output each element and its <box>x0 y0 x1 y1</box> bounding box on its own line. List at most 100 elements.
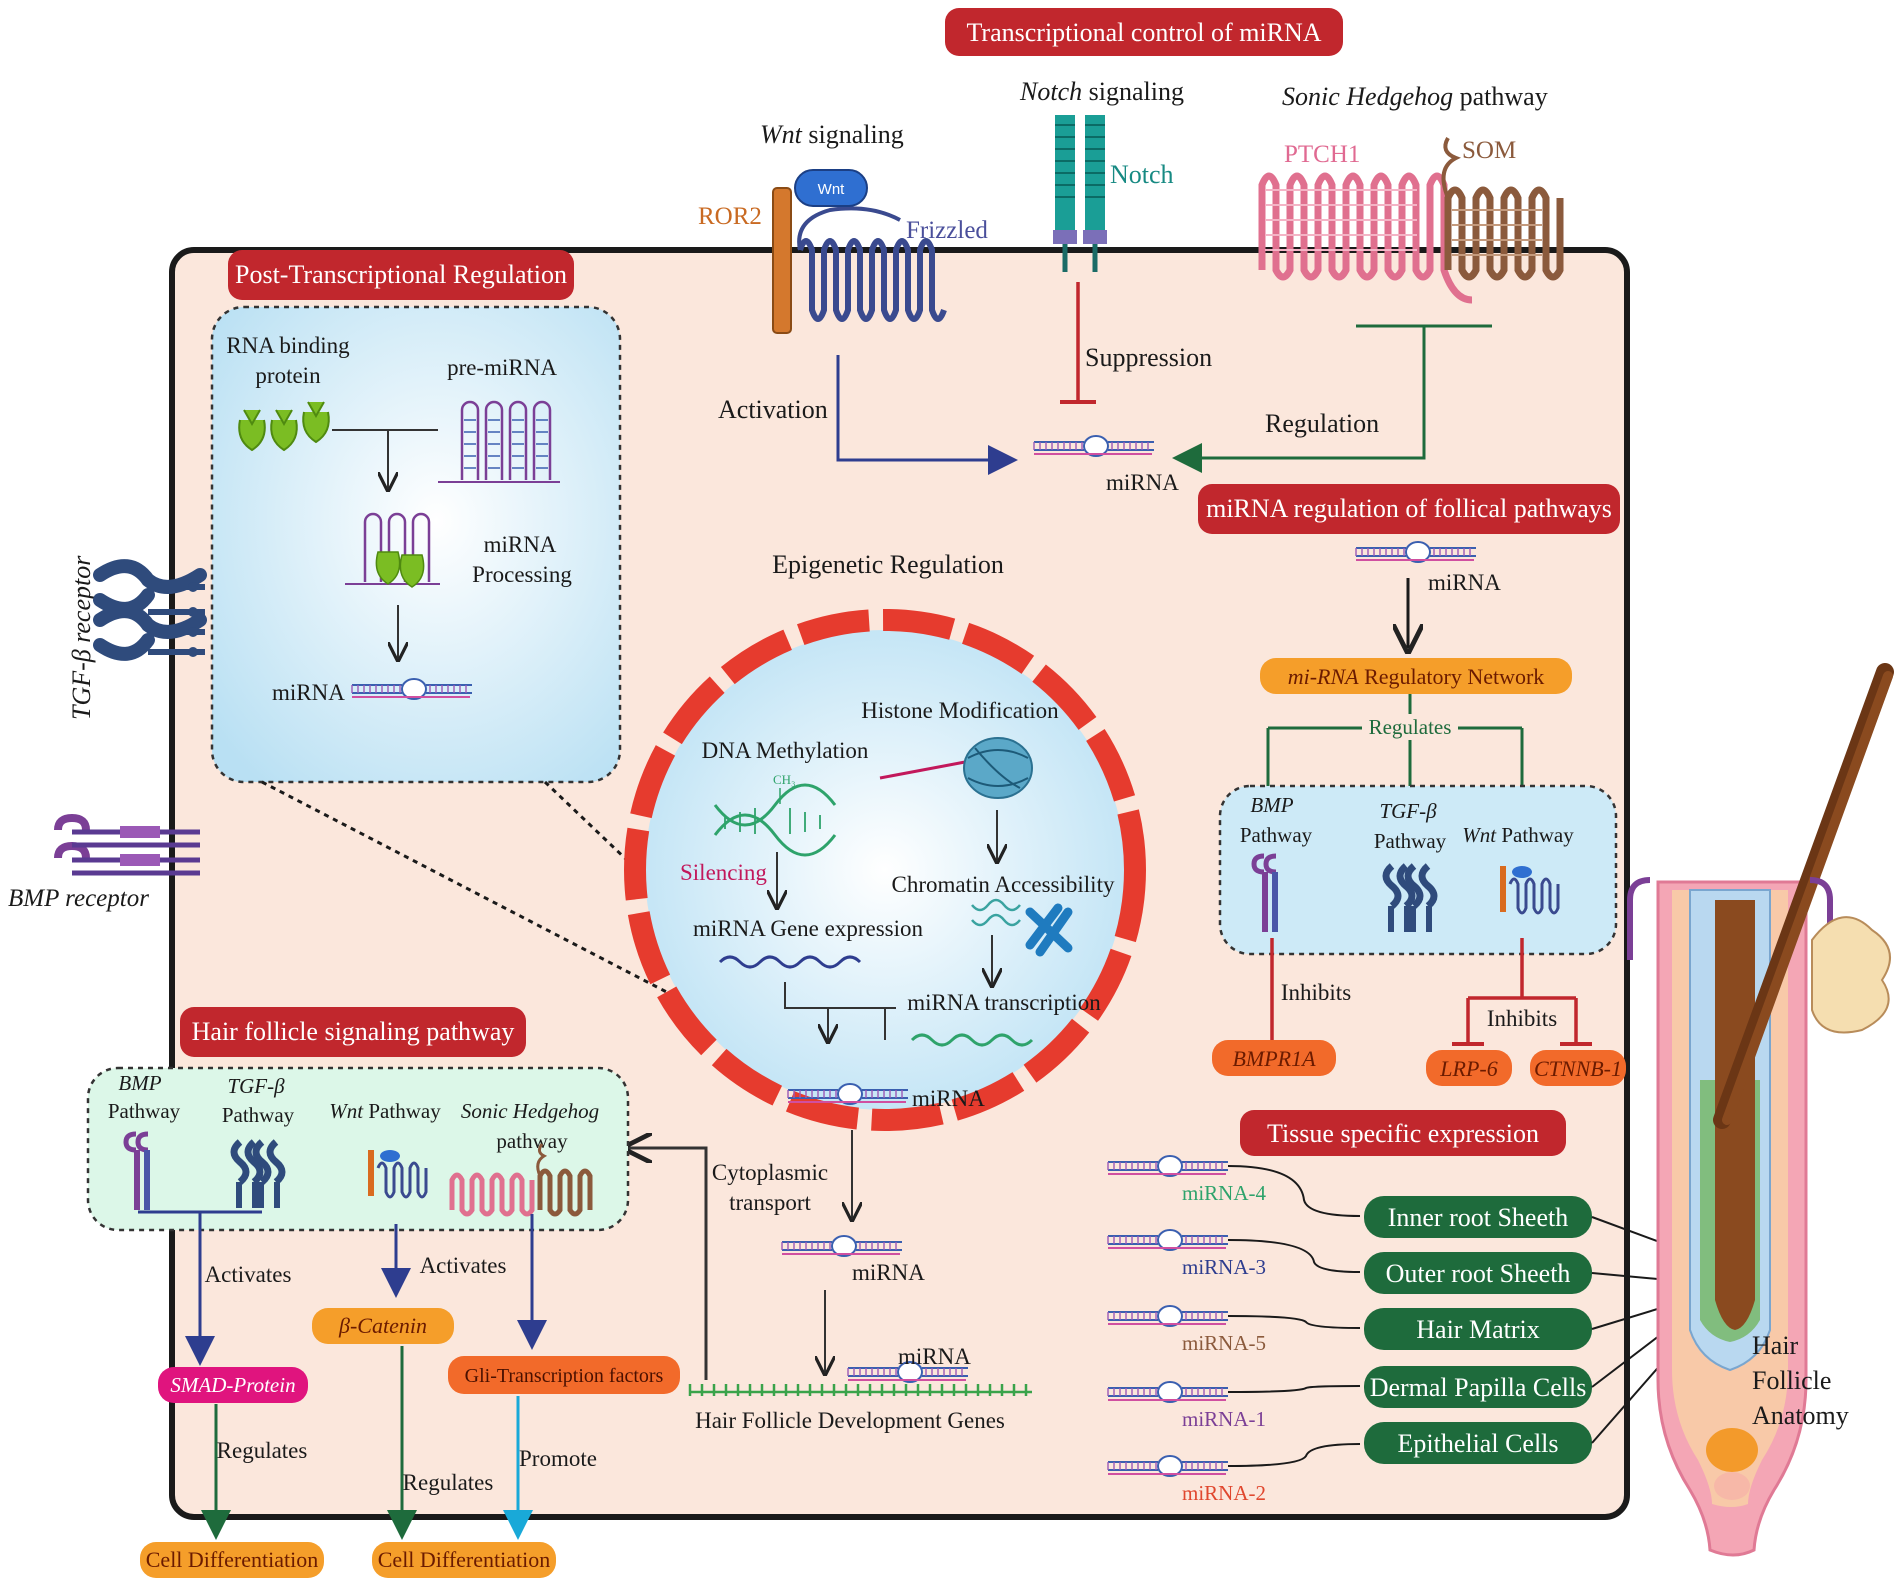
svg-text:SOM: SOM <box>1462 137 1516 164</box>
svg-text:Transcriptional control of miR: Transcriptional control of miRNA <box>966 18 1321 47</box>
notch-signaling-receptor: Notch signaling Notch <box>1019 77 1184 272</box>
tissue-mirna-4: miRNA-4 <box>1107 1155 1361 1217</box>
svg-text:Dermal Papilla Cells: Dermal Papilla Cells <box>1370 1373 1587 1402</box>
regulates-branches: Regulates <box>1266 694 1524 842</box>
svg-text:miRNA: miRNA <box>484 532 557 557</box>
svg-text:miRNA-2: miRNA-2 <box>1182 1481 1266 1505</box>
svg-text:miRNA-1: miRNA-1 <box>1182 1407 1266 1431</box>
smad-protein-pill: SMAD-Protein <box>158 1367 308 1403</box>
activates-label-2: Activates <box>420 1253 507 1278</box>
svg-text:CH₃: CH₃ <box>773 772 796 787</box>
svg-text:Hair Follicle Development Gene: Hair Follicle Development Genes <box>695 1408 1005 1433</box>
svg-text:BMP receptor: BMP receptor <box>8 885 149 912</box>
svg-text:BMP: BMP <box>1250 793 1293 817</box>
cell-differentiation-pill-1: Cell Differentiation <box>140 1542 324 1578</box>
svg-text:miRNA: miRNA <box>1106 470 1179 495</box>
genes-to-signaling-arrow <box>628 1148 708 1380</box>
tissue-mirna-3: miRNA-3 <box>1107 1229 1361 1279</box>
pre-mirna: pre-miRNA <box>438 355 560 483</box>
svg-text:Pathway: Pathway <box>1240 823 1313 847</box>
svg-text:RNA binding: RNA binding <box>226 333 350 358</box>
svg-text:miRNA-5: miRNA-5 <box>1182 1331 1266 1355</box>
chromatin-accessibility: Chromatin Accessibility <box>892 872 1115 957</box>
svg-text:Regulation: Regulation <box>1265 409 1379 438</box>
cell-outer-root-sheeth: Outer root Sheeth <box>1364 1252 1592 1294</box>
activates-label-1: Activates <box>205 1262 292 1287</box>
epigenetic-title: Epigenetic Regulation <box>772 550 1004 579</box>
cytoplasmic-transport: Cytoplasmic transport <box>712 1130 852 1218</box>
hair-follicle-signaling-header: Hair follicle signaling pathway <box>180 1007 526 1057</box>
suppression-inhibitor: Suppression <box>1060 282 1212 404</box>
svg-text:Inhibits: Inhibits <box>1487 1006 1557 1031</box>
histone-modification: Histone Modification <box>861 698 1059 799</box>
beta-catenin-pill: β-Catenin <box>312 1308 454 1344</box>
svg-text:Pathway: Pathway <box>108 1099 181 1123</box>
regulates-label-2: Regulates <box>403 1470 494 1495</box>
wnt-signaling-receptor: Wnt signaling Wnt ROR2 Frizzled <box>698 120 988 334</box>
mirna-regulation-header: miRNA regulation of follical pathways <box>1198 484 1620 534</box>
follical-pathways-panel <box>1218 784 1618 956</box>
svg-text:Hair follicle signaling pathwa: Hair follicle signaling pathway <box>192 1017 515 1046</box>
svg-text:Hair: Hair <box>1752 1331 1799 1360</box>
hair-shh-pathway: Sonic Hedgehog pathway <box>449 1099 599 1217</box>
gli-transcription-pill: Gli-Transcription factors <box>448 1356 680 1394</box>
svg-text:pathway: pathway <box>496 1129 568 1153</box>
mirna-transcription: miRNA transcription <box>784 982 1101 1047</box>
svg-text:miRNA: miRNA <box>912 1086 985 1111</box>
svg-text:ROR2: ROR2 <box>698 203 762 230</box>
tissue-mirna-2: miRNA-2 <box>1107 1443 1361 1505</box>
svg-text:Cell Differentiation: Cell Differentiation <box>378 1547 551 1572</box>
svg-text:miRNA-4: miRNA-4 <box>1182 1181 1267 1205</box>
svg-text:Tissue specific expression: Tissue specific expression <box>1267 1119 1539 1148</box>
regulatory-network-pill: mi-RNA Regulatory Network <box>1260 658 1572 694</box>
dna-methylation: DNA Methylation CH₃ <box>702 738 869 857</box>
svg-text:miRNA: miRNA <box>272 680 345 705</box>
bmp-receptor: BMP receptor <box>8 813 200 912</box>
hair-follicle-illustration <box>1627 663 1894 1557</box>
svg-text:miRNA regulation of follical p: miRNA regulation of follical pathways <box>1206 494 1612 523</box>
svg-text:Suppression: Suppression <box>1085 343 1212 372</box>
svg-text:miRNA: miRNA <box>898 1344 971 1369</box>
svg-text:Chromatin Accessibility: Chromatin Accessibility <box>892 872 1115 897</box>
follicle-pointer-lines <box>1591 1216 1713 1444</box>
processing-arrow <box>332 429 438 488</box>
svg-text:Cell Differentiation: Cell Differentiation <box>146 1547 319 1572</box>
activation-arrow: Activation <box>718 355 1018 475</box>
regulation-arrow: Regulation <box>1172 324 1492 473</box>
promote-label: Promote <box>519 1446 597 1471</box>
follical-wnt-pathway: Wnt Pathway <box>1462 823 1574 915</box>
svg-text:Cytoplasmic: Cytoplasmic <box>712 1160 828 1185</box>
svg-text:Outer root Sheeth: Outer root Sheeth <box>1386 1259 1571 1288</box>
post-mirna: miRNA <box>272 678 473 705</box>
svg-text:Processing: Processing <box>472 562 572 587</box>
svg-text:PTCH1: PTCH1 <box>1284 141 1360 168</box>
tissue-specific-header: Tissue specific expression <box>1240 1110 1566 1156</box>
svg-text:Frizzled: Frizzled <box>906 217 988 244</box>
hair-tgf-pathway: TGF-β Pathway <box>222 1074 295 1208</box>
svg-text:protein: protein <box>255 363 321 388</box>
svg-text:Post-Transcriptional Regulatio: Post-Transcriptional Regulation <box>235 260 567 289</box>
cell-hair-matrix: Hair Matrix <box>1364 1308 1592 1350</box>
svg-text:Inhibits: Inhibits <box>1281 980 1351 1005</box>
hair-wnt-pathway: Wnt Pathway <box>329 1099 441 1199</box>
svg-text:miRNA Gene expression: miRNA Gene expression <box>693 916 923 941</box>
svg-text:β-Catenin: β-Catenin <box>338 1313 427 1338</box>
svg-text:SMAD-Protein: SMAD-Protein <box>170 1373 295 1397</box>
svg-text:Follicle: Follicle <box>1752 1366 1831 1395</box>
mirna-processing: miRNA Processing <box>345 512 572 588</box>
post-transcriptional-header: Post-Transcriptional Regulation <box>228 250 574 300</box>
svg-text:LRP-6: LRP-6 <box>1439 1056 1497 1081</box>
hair-follicle-development-genes: miRNA Hair Follicle Development Genes <box>688 1344 1032 1433</box>
svg-text:Epithelial Cells: Epithelial Cells <box>1397 1429 1558 1458</box>
svg-text:mi-RNA Regulatory Network: mi-RNA Regulatory Network <box>1288 664 1545 689</box>
svg-text:TGF-β receptor: TGF-β receptor <box>67 555 96 720</box>
svg-text:Silencing: Silencing <box>680 860 767 885</box>
svg-text:Anatomy: Anatomy <box>1752 1401 1849 1430</box>
svg-text:Epigenetic Regulation: Epigenetic Regulation <box>772 550 1004 579</box>
silencing: Silencing <box>680 860 767 885</box>
svg-text:transport: transport <box>729 1190 811 1215</box>
svg-text:Regulates: Regulates <box>1369 715 1452 739</box>
svg-text:Sonic Hedgehog pathway: Sonic Hedgehog pathway <box>1282 82 1548 111</box>
inhibits-lrp6-ctnnb1: Inhibits <box>1452 938 1592 1046</box>
svg-text:CTNNB-1: CTNNB-1 <box>1534 1056 1622 1081</box>
